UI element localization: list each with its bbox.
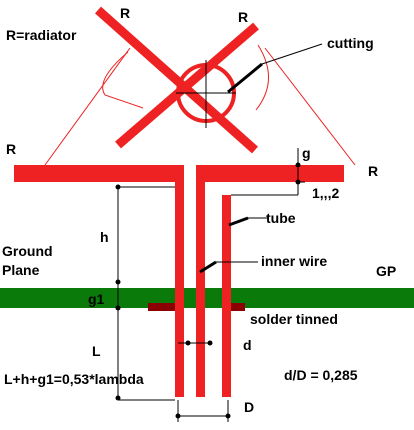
inner-wire-label: inner wire — [261, 253, 327, 269]
radiator-label-mid-left: R — [6, 141, 16, 157]
inner-wire-pointer — [199, 260, 217, 274]
L-label: L — [92, 343, 101, 359]
cutting-pointer — [227, 62, 263, 94]
radiator-label-mid-right: R — [368, 163, 378, 179]
tilted-radiators — [95, 6, 259, 154]
tube-right-wall — [222, 195, 231, 397]
radiator-tilted-right — [115, 22, 259, 149]
gp-label: GP — [376, 263, 396, 279]
solder-tinned-label: solder tinned — [250, 311, 338, 327]
radiator-label-upper-right: R — [238, 9, 248, 25]
dimension-g-dots — [295, 162, 301, 185]
radiator-horizontal-right — [196, 165, 344, 182]
angle-arcs — [102, 44, 269, 111]
D-label: D — [244, 399, 254, 415]
tube-label: tube — [266, 210, 296, 226]
ground-plane-label-line2: Plane — [2, 262, 40, 278]
inner-wire — [196, 165, 205, 397]
g1-label: g1 — [88, 291, 105, 307]
solder-left — [148, 303, 175, 311]
formula-label: L+h+g1=0,53*lambda — [4, 371, 144, 387]
h-label: h — [100, 229, 109, 245]
tube-left-wall — [175, 165, 184, 397]
ground-plane — [0, 288, 414, 308]
ratio-label: d/D = 0,285 — [284, 367, 358, 383]
ground-plane-label-line1: Ground — [2, 243, 53, 259]
dimension-D — [177, 400, 229, 422]
solder-right — [231, 303, 245, 311]
dimension-left — [117, 186, 175, 401]
dimension-left-dots — [115, 184, 121, 401]
radiator-label-upper-left: R — [120, 5, 130, 21]
legend-label: R=radiator — [6, 27, 77, 43]
gap-range-label: 1,,,2 — [312, 185, 339, 201]
radiator-horizontal-left — [14, 165, 176, 182]
d-label: d — [243, 337, 252, 353]
guide-lines — [44, 47, 356, 166]
cutting-label: cutting — [327, 35, 374, 51]
g-label: g — [302, 145, 311, 161]
radiator-tilted-left — [95, 6, 258, 154]
cutting-crosshair — [176, 60, 236, 128]
tube-pointer — [228, 216, 249, 227]
